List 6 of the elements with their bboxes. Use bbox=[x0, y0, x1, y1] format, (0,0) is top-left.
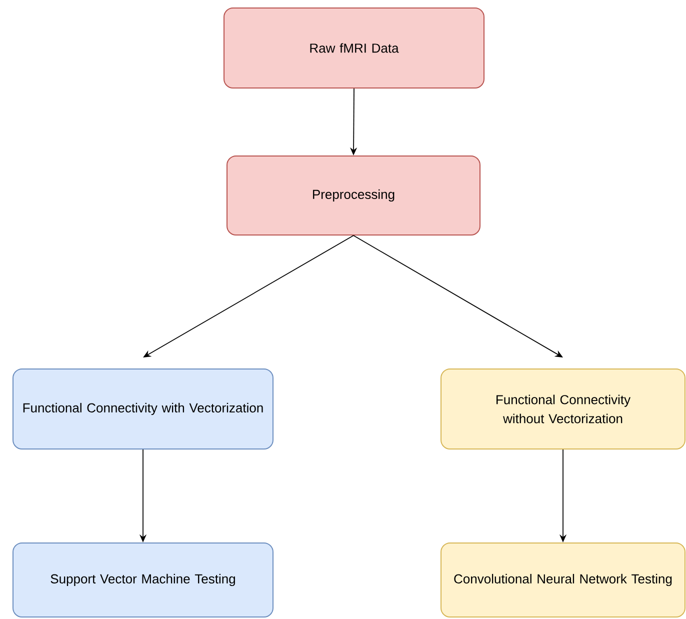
process-box: Functional Connectivity without Vectorization bbox=[440, 368, 686, 450]
process-box: Convolutional Neural Network Testing bbox=[440, 542, 686, 618]
process-box: Raw fMRI Data bbox=[224, 8, 484, 88]
process-box: Support Vector Machine Testing bbox=[12, 542, 274, 618]
process-box: Functional Connectivity with Vectorization bbox=[12, 368, 274, 450]
process-box: Preprocessing bbox=[226, 156, 480, 236]
